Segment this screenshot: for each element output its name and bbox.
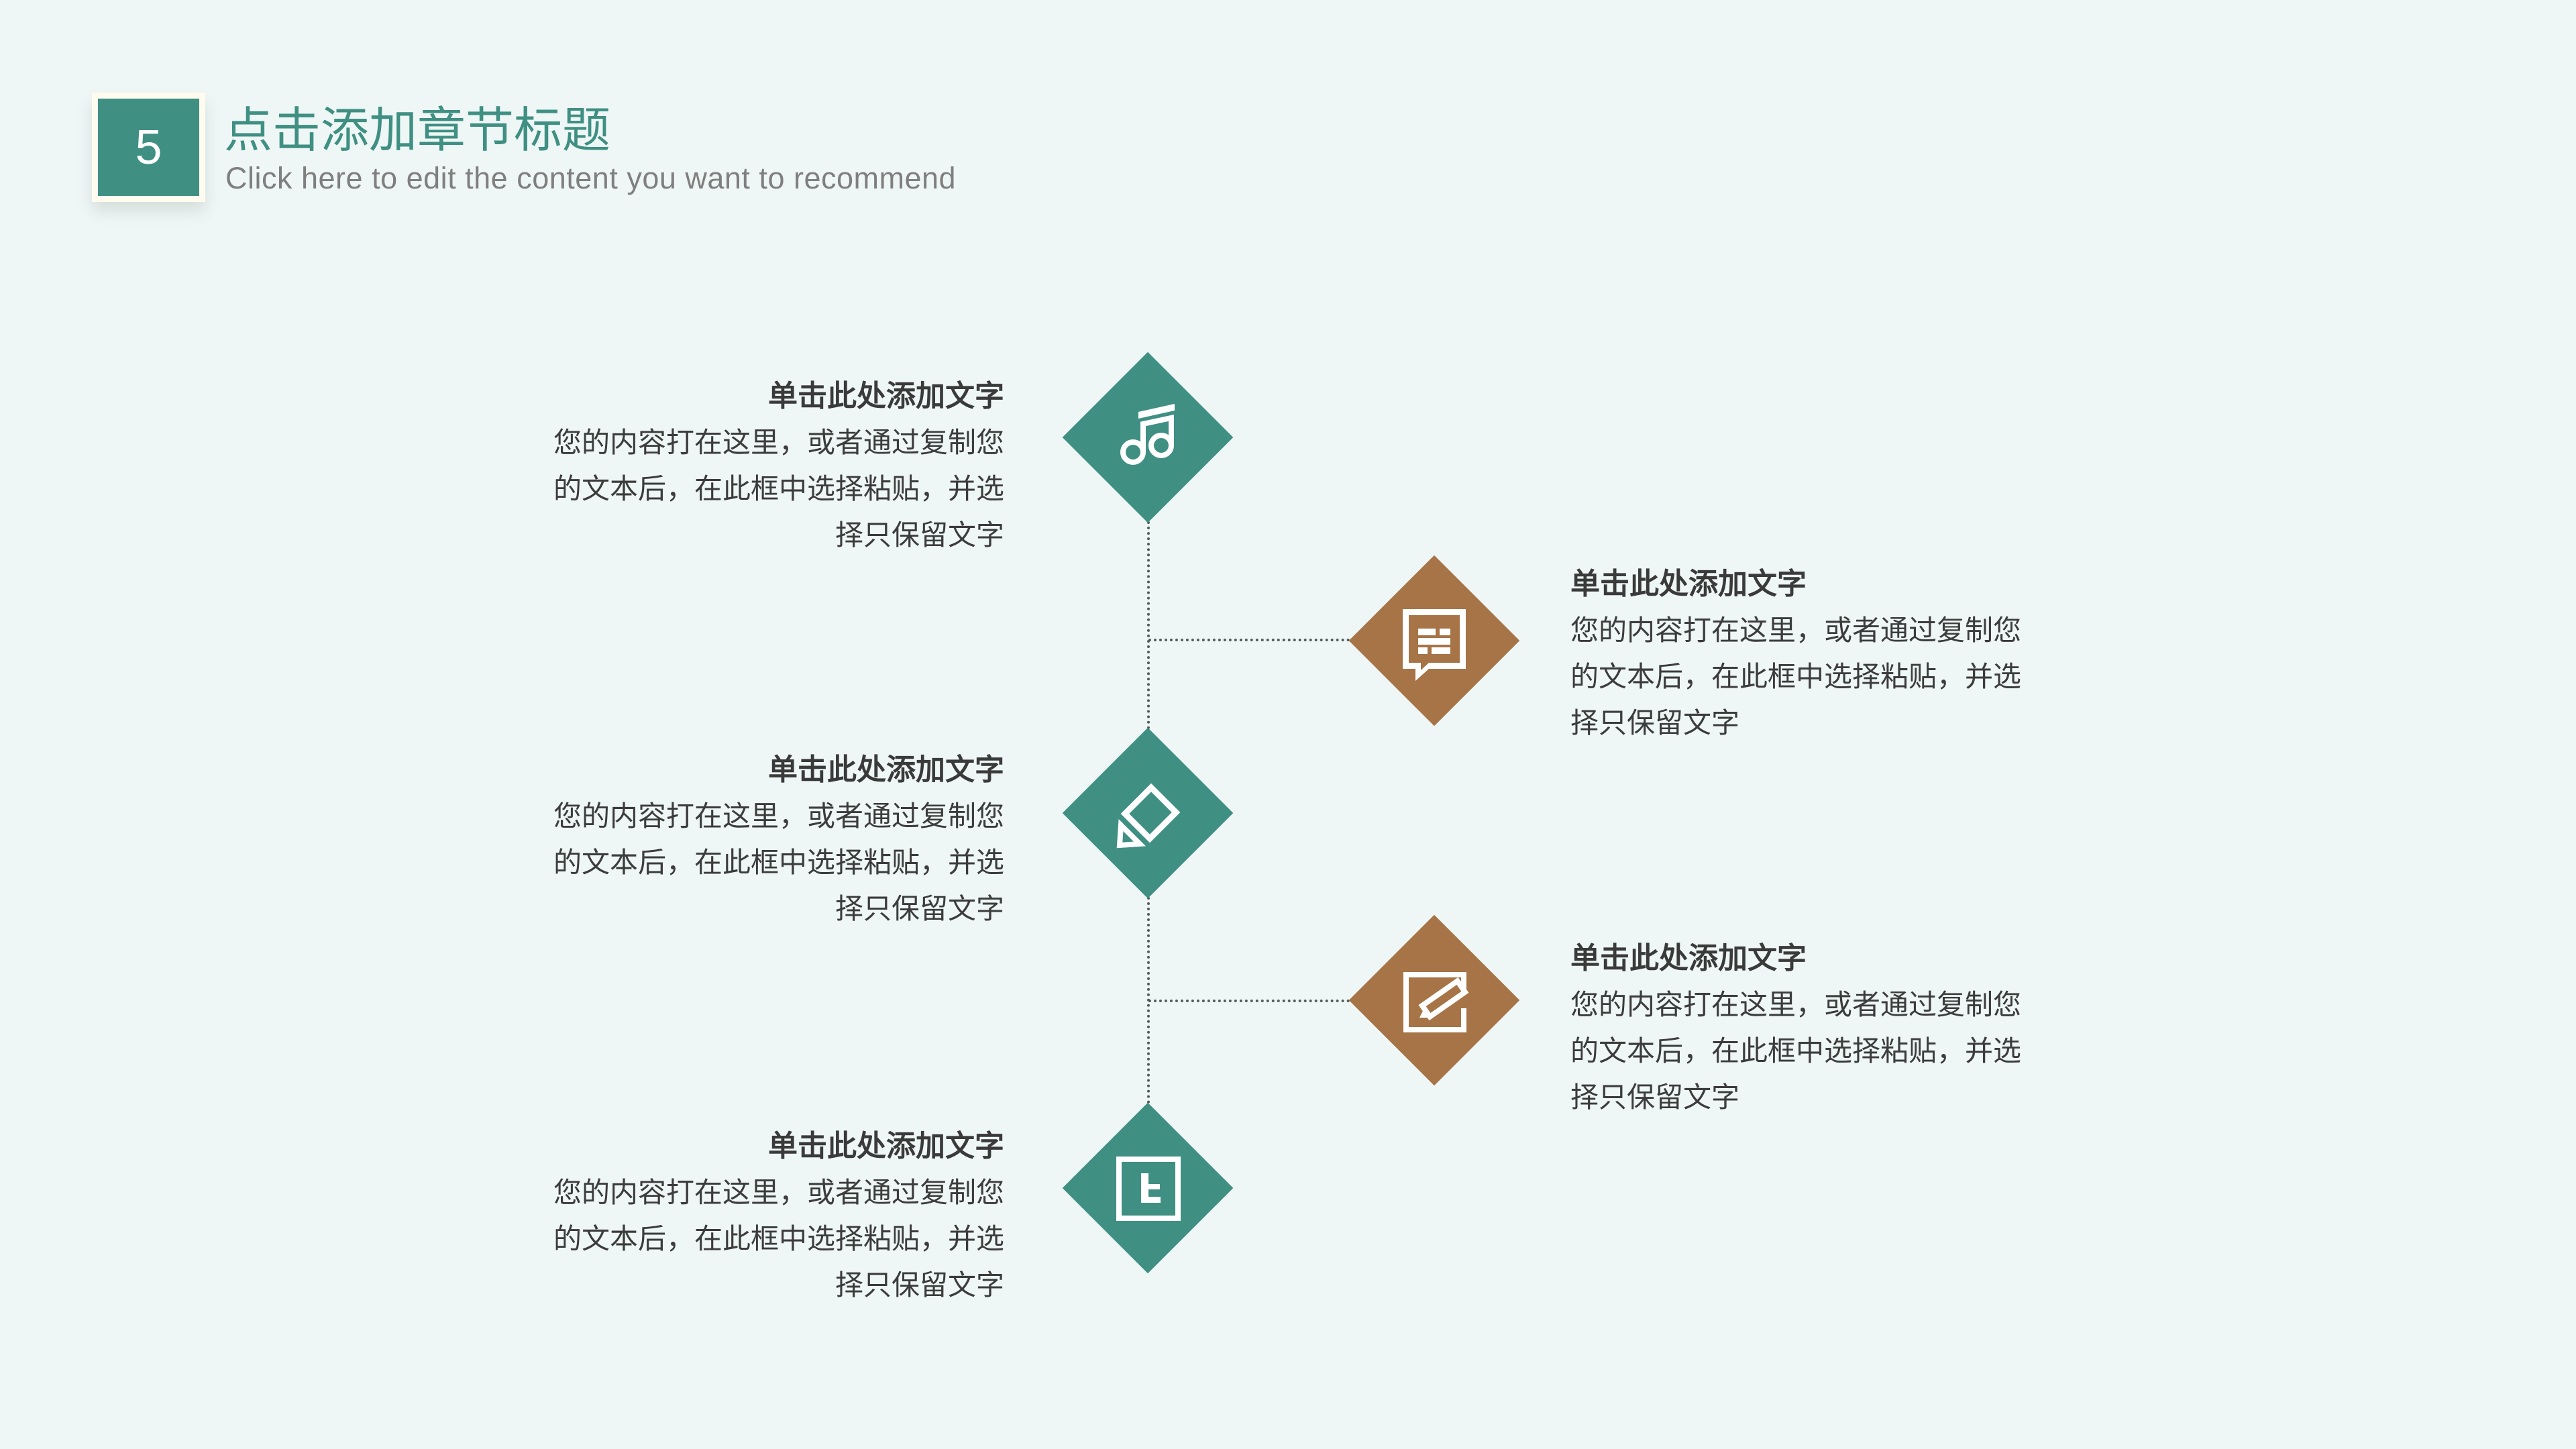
item-body-line: 择只保留文字 xyxy=(835,1269,1004,1301)
item-body-line: 的文本后，在此框中选择粘贴，并选 xyxy=(553,847,1004,878)
item-title: 单击此处添加文字 xyxy=(1570,942,1807,975)
item-title: 单击此处添加文字 xyxy=(1570,568,1807,600)
timeline-text-block-5[interactable]: 单击此处添加文字 您的内容打在这里，或者通过复制您 的文本后，在此框中选择粘贴，… xyxy=(494,1124,1004,1308)
item-body-line: 您的内容打在这里，或者通过复制您 xyxy=(553,800,1004,832)
item-body-line: 您的内容打在这里，或者通过复制您 xyxy=(553,1177,1004,1208)
timeline-text-block-4[interactable]: 单击此处添加文字 您的内容打在这里，或者通过复制您 的文本后，在此框中选择粘贴，… xyxy=(1570,936,2080,1120)
eraser-icon xyxy=(1108,773,1188,853)
section-number: 5 xyxy=(135,120,162,174)
item-body-line: 择只保留文字 xyxy=(1570,1081,1740,1113)
timeline-connector-horizontal-2 xyxy=(1148,1000,1350,1002)
section-subtitle[interactable]: Click here to edit the content you want … xyxy=(225,161,957,195)
item-body-line: 的文本后，在此框中选择粘贴，并选 xyxy=(553,1223,1004,1254)
item-title: 单击此处添加文字 xyxy=(768,1130,1004,1163)
timeline-connector-vertical-1 xyxy=(1147,521,1150,729)
item-body-line: 择只保留文字 xyxy=(835,893,1004,924)
timeline-connector-horizontal-1 xyxy=(1148,639,1350,641)
item-body-line: 您的内容打在这里，或者通过复制您 xyxy=(1570,989,2022,1020)
section-number-box: 5 xyxy=(92,93,205,202)
timeline-text-block-2[interactable]: 单击此处添加文字 您的内容打在这里，或者通过复制您 的文本后，在此框中选择粘贴，… xyxy=(1570,561,2080,746)
section-title[interactable]: 点击添加章节标题 xyxy=(224,104,611,158)
item-title: 单击此处添加文字 xyxy=(768,753,1004,786)
timeline-text-block-1[interactable]: 单击此处添加文字 您的内容打在这里，或者通过复制您 的文本后，在此框中选择粘贴，… xyxy=(494,374,1004,558)
chat-bubble-icon xyxy=(1394,600,1474,681)
item-body-line: 择只保留文字 xyxy=(835,519,1004,551)
music-note-icon xyxy=(1108,397,1188,478)
edit-pencil-icon xyxy=(1394,960,1474,1040)
item-body-line: 的文本后，在此框中选择粘贴，并选 xyxy=(1570,1035,2022,1067)
item-body-line: 您的内容打在这里，或者通过复制您 xyxy=(553,427,1004,458)
item-body-line: 择只保留文字 xyxy=(1570,707,1740,739)
twitter-square-icon xyxy=(1108,1148,1188,1228)
timeline-text-block-3[interactable]: 单击此处添加文字 您的内容打在这里，或者通过复制您 的文本后，在此框中选择粘贴，… xyxy=(494,747,1004,932)
item-body-line: 您的内容打在这里，或者通过复制您 xyxy=(1570,614,2022,646)
item-body-line: 的文本后，在此框中选择粘贴，并选 xyxy=(553,473,1004,504)
item-body-line: 的文本后，在此框中选择粘贴，并选 xyxy=(1570,661,2022,692)
item-title: 单击此处添加文字 xyxy=(768,380,1004,413)
